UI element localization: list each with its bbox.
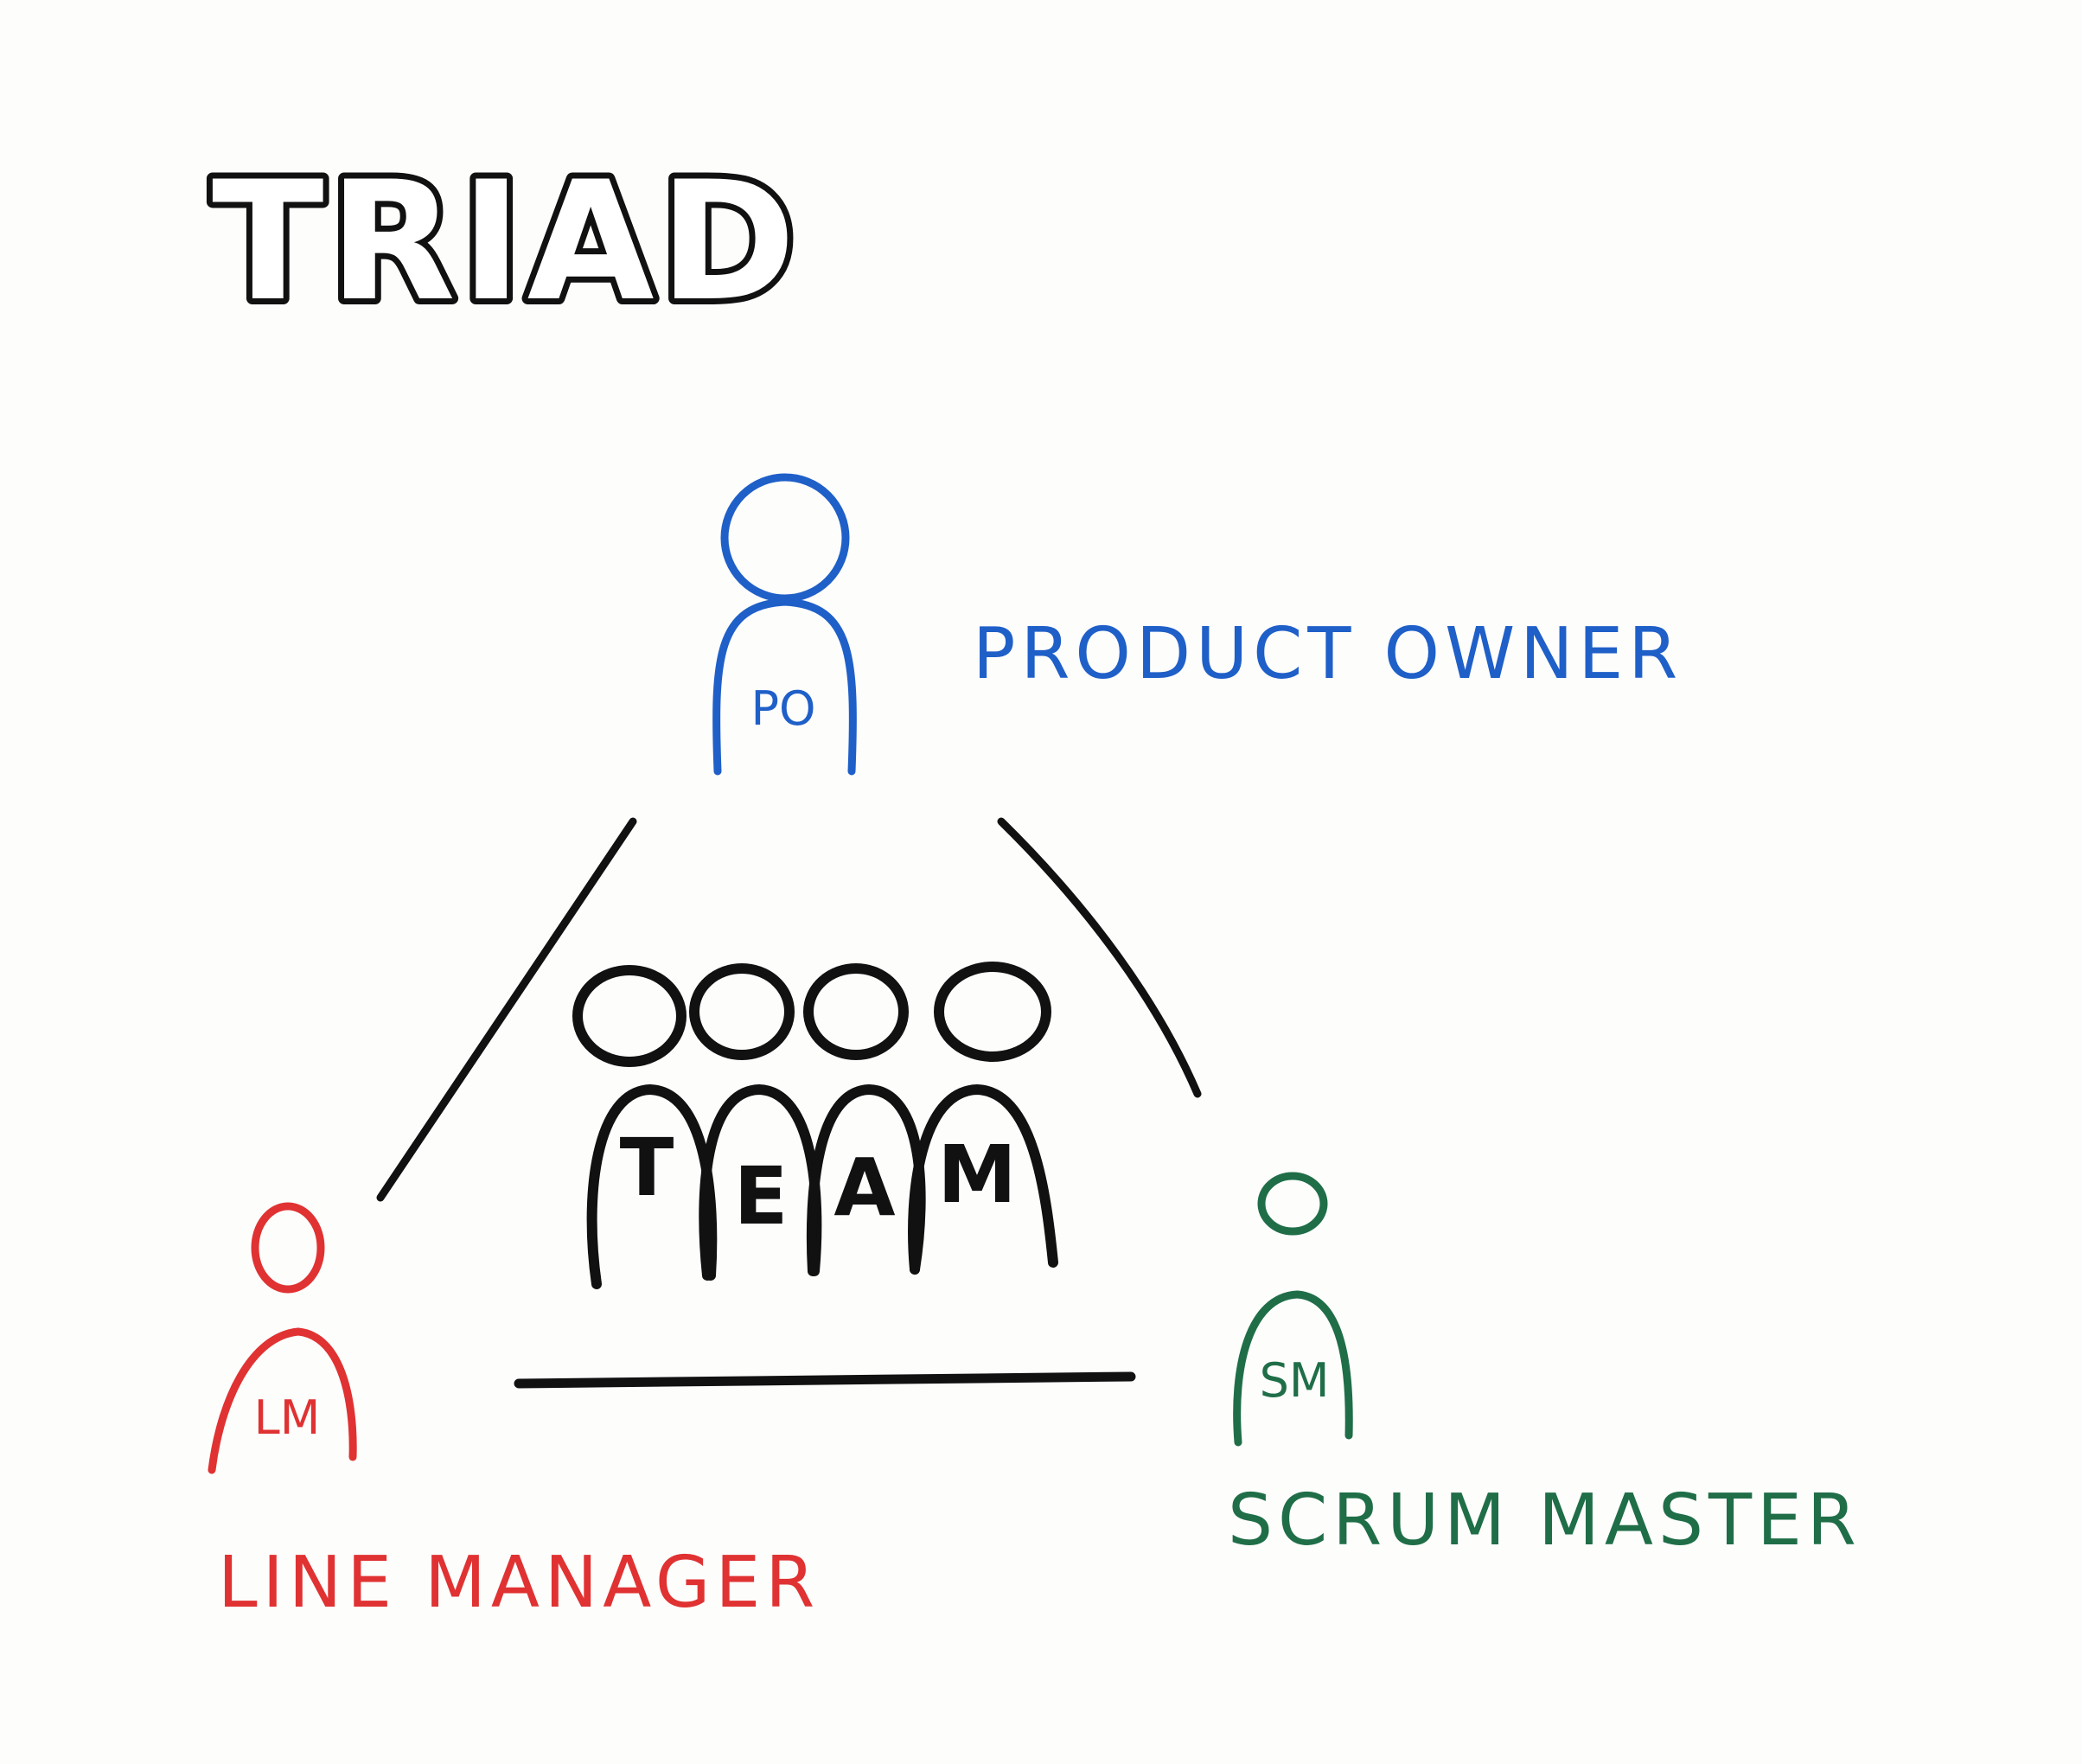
product-owner-head	[720, 473, 850, 603]
team-member-body	[586, 1084, 718, 1289]
scrum-master-body	[1233, 1290, 1353, 1447]
product-owner-figure: PO PRODUCT OWNER	[712, 473, 1683, 776]
scrum-master-figure: SM SCRUM MASTER	[1228, 1172, 1862, 1562]
line-manager-badge: LM	[254, 1390, 321, 1445]
team-letter-a: A	[833, 1141, 895, 1234]
triangle-left-edge	[376, 817, 637, 1202]
team-member-head	[803, 963, 909, 1060]
scrum-master-label: SCRUM MASTER	[1228, 1480, 1862, 1562]
line-manager-figure: LM LINE MANAGER	[208, 1202, 820, 1624]
triangle-right-edge	[997, 817, 1202, 1098]
team-member-head	[572, 965, 687, 1067]
team-member-body	[806, 1084, 926, 1276]
diagram-title: TRIAD	[212, 146, 801, 337]
scrum-master-head	[1257, 1172, 1328, 1236]
scrum-master-badge: SM	[1260, 1353, 1330, 1408]
product-owner-body	[712, 598, 857, 776]
product-owner-label: PRODUCT OWNER	[973, 613, 1683, 695]
team-letter-e: E	[734, 1150, 789, 1243]
team-member-head	[689, 963, 795, 1060]
team-group: T E A M	[572, 962, 1058, 1289]
line-manager-body	[208, 1327, 357, 1474]
line-manager-head	[251, 1202, 325, 1294]
triangle-bottom-edge	[514, 1371, 1136, 1389]
triangle-edges	[376, 817, 1202, 1389]
team-letter-m: M	[937, 1128, 1017, 1221]
team-member-body	[908, 1084, 1058, 1275]
team-letter-t: T	[620, 1122, 674, 1214]
product-owner-badge: PO	[750, 681, 815, 736]
line-manager-label: LINE MANAGER	[218, 1542, 820, 1624]
team-member-head	[934, 962, 1051, 1062]
